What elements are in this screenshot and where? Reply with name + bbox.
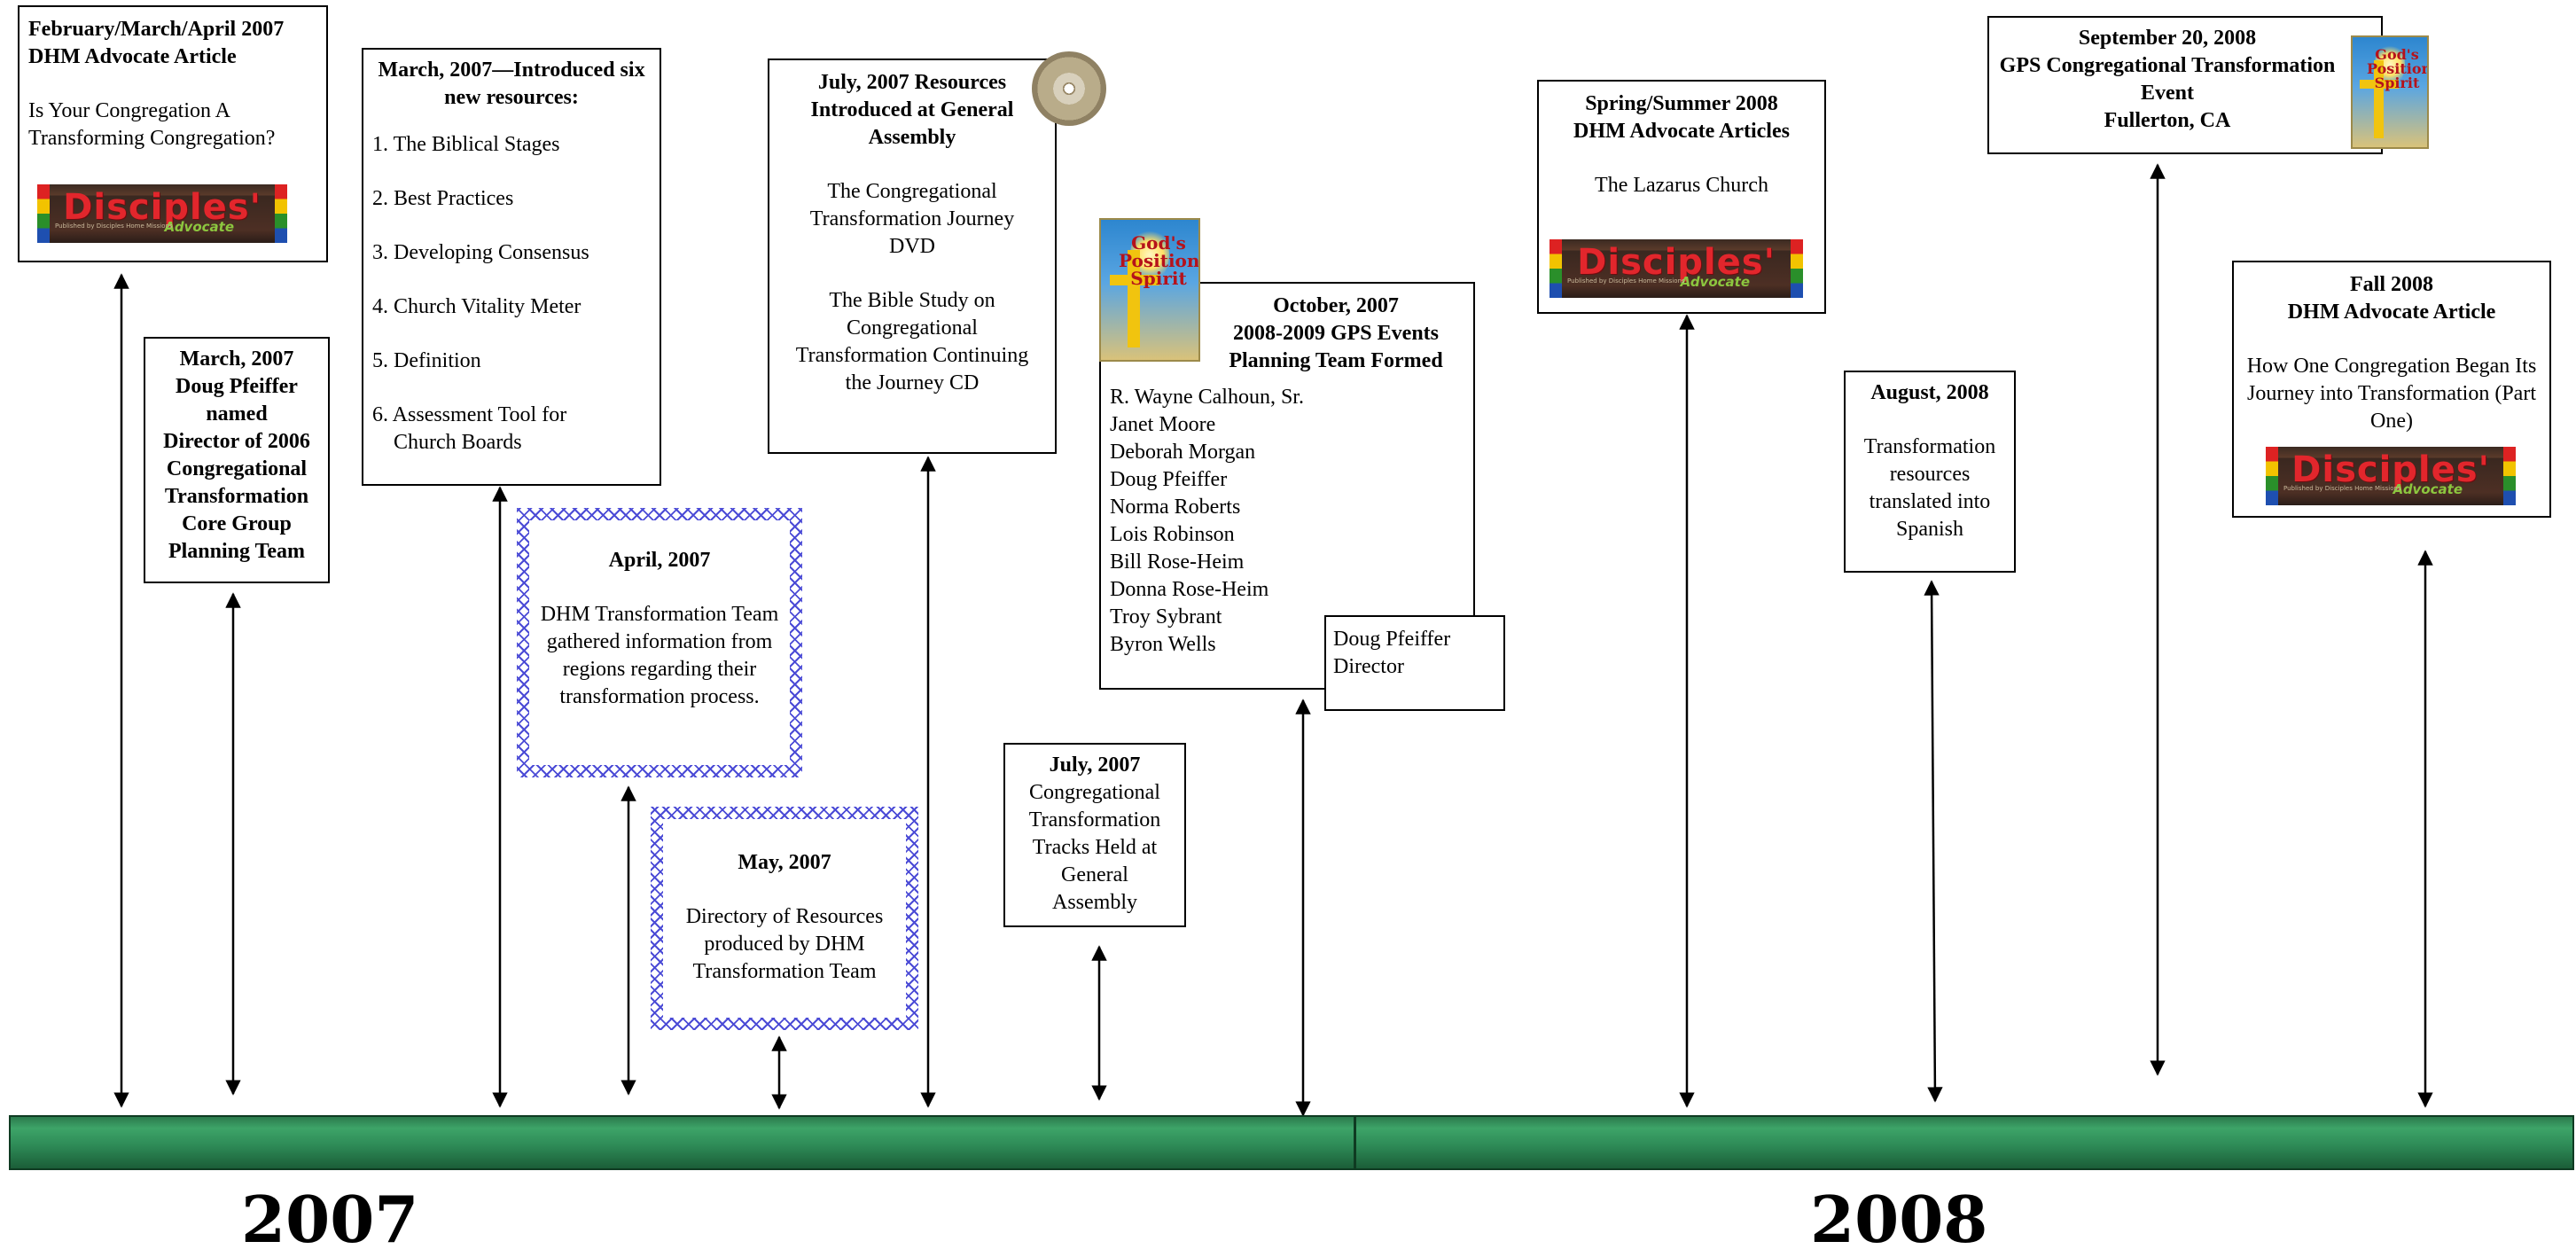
event-jul2007-resources: July, 2007 Resources Introduced at Gener… (768, 59, 1057, 454)
oct2007-director-box: Doug Pfeiffer Director (1324, 615, 1505, 711)
list-item: Janet Moore (1110, 413, 1216, 436)
event-feb2007-title: February/March/April 2007 DHM Advocate A… (28, 18, 285, 68)
event-oct2007-title: October, 2007 2008-2009 GPS Events Plann… (1229, 294, 1443, 372)
list-item: R. Wayne Calhoun, Sr. (1110, 386, 1304, 409)
disciples-logo-sub: Advocate (1680, 274, 1750, 290)
oct2007-members-list: R. Wayne Calhoun, Sr. Janet Moore Debora… (1110, 384, 1464, 659)
oct2007-director: Doug Pfeiffer Director (1333, 628, 1451, 678)
list-item: Doug Pfeiffer (1110, 468, 1228, 491)
list-item: 4. Church Vitality Meter (372, 295, 582, 318)
list-item: 6. Assessment Tool for Church Boards (372, 403, 567, 454)
year-label-2008: 2008 (1810, 1182, 1988, 1257)
list-item: Byron Wells (1110, 633, 1216, 656)
event-may2007-body: Directory of Resources produced by DHM T… (685, 905, 884, 983)
disciples-advocate-logo: Disciples' Advocate Published by Discipl… (37, 184, 287, 243)
disciples-logo-sub: Advocate (2393, 481, 2463, 497)
disciples-logo-sub: Advocate (164, 219, 234, 235)
event-mar2007-resources-title: March, 2007—Introduced six new resources… (378, 59, 645, 109)
timeline-bar (9, 1115, 2574, 1170)
event-feb2007-body: Is Your Congregation A Transforming Cong… (28, 99, 276, 150)
event-jul2007-tracks-body: Congregational Transformation Tracks Hel… (1028, 781, 1161, 914)
list-item: Deborah Morgan (1110, 441, 1256, 464)
event-fall2008-body: How One Congregation Began Its Journey i… (2246, 355, 2537, 433)
event-jul2007-tracks: July, 2007 Congregational Transformation… (1003, 743, 1186, 927)
list-item: 3. Developing Consensus (372, 241, 589, 264)
gps-logo: God's Positioning Spirit (1099, 218, 1200, 362)
event-jul2007-resources-body2: The Bible Study on Congregational Transf… (795, 289, 1029, 394)
event-feb2007: February/March/April 2007 DHM Advocate A… (18, 5, 328, 262)
list-item: Donna Rose-Heim (1110, 578, 1269, 601)
list-item: Norma Roberts (1110, 496, 1241, 519)
disciples-advocate-logo: Disciples' Advocate Published by Discipl… (1550, 239, 1803, 298)
disciples-logo-word: Disciples' (63, 187, 262, 228)
year-divider (1354, 1117, 1356, 1168)
event-apr2007-title: April, 2007 (608, 549, 711, 572)
event-apr2007-body: DHM Transformation Team gathered informa… (540, 603, 779, 708)
event-may2007: May, 2007 Directory of Resources produce… (651, 807, 918, 1030)
event-sep2008: September 20, 2008 GPS Congregational Tr… (1987, 16, 2383, 154)
event-aug2008: August, 2008 Transformation resources tr… (1844, 371, 2016, 573)
event-mar2007-doug: March, 2007 Doug Pfeiffer named Director… (144, 337, 330, 583)
disciples-logo-word: Disciples' (2291, 449, 2490, 490)
event-apr2007: April, 2007 DHM Transformation Team gath… (517, 508, 802, 777)
event-fall2008: Fall 2008 DHM Advocate Article How One C… (2232, 261, 2551, 518)
list-item: 5. Definition (372, 349, 481, 372)
event-may2007-title: May, 2007 (738, 851, 831, 874)
list-item: 2. Best Practices (372, 187, 514, 210)
gps-logo: God's Positioning Spirit (2351, 35, 2429, 149)
list-item: 1. The Biblical Stages (372, 133, 560, 156)
gps-logo-word: God's Positioning Spirit (2367, 46, 2427, 92)
list-item: Bill Rose-Heim (1110, 550, 1245, 574)
gps-logo-word: God's Positioning Spirit (1119, 231, 1200, 289)
event-aug2008-body: Transformation resources translated into… (1863, 435, 1996, 541)
year-label-2007: 2007 (241, 1182, 419, 1257)
disciples-logo-tagline: Published by Disciples Home Missions (1567, 277, 1685, 285)
cd-disc-icon (1032, 51, 1106, 126)
resources-list: 1. The Biblical Stages 2. Best Practices… (372, 131, 651, 457)
event-aug2008-title: August, 2008 (1870, 381, 1989, 404)
event-jul2007-resources-body1: The Congregational Transformation Journe… (809, 180, 1015, 258)
event-jul2007-tracks-title: July, 2007 (1049, 753, 1141, 777)
disciples-logo-tagline: Published by Disciples Home Missions (2283, 485, 2401, 492)
event-spring2008: Spring/Summer 2008 DHM Advocate Articles… (1537, 80, 1826, 314)
event-jul2007-resources-title: July, 2007 Resources Introduced at Gener… (810, 71, 1014, 149)
disciples-advocate-logo: Disciples' Advocate Published by Discipl… (2266, 447, 2516, 505)
list-item: Lois Robinson (1110, 523, 1235, 546)
list-item: Troy Sybrant (1110, 605, 1222, 628)
event-fall2008-title: Fall 2008 DHM Advocate Article (2287, 273, 2496, 324)
event-mar2007-doug-title: March, 2007 Doug Pfeiffer named Director… (163, 347, 310, 563)
event-mar2007-resources: March, 2007—Introduced six new resources… (362, 48, 661, 486)
event-spring2008-title: Spring/Summer 2008 DHM Advocate Articles (1573, 92, 1790, 143)
disciples-logo-word: Disciples' (1577, 242, 1776, 283)
arrow-aug2008 (1924, 580, 1943, 1103)
event-sep2008-title: September 20, 2008 GPS Congregational Tr… (1999, 27, 2336, 132)
disciples-logo-tagline: Published by Disciples Home Missions (55, 223, 173, 230)
event-spring2008-body: The Lazarus Church (1595, 174, 1768, 197)
